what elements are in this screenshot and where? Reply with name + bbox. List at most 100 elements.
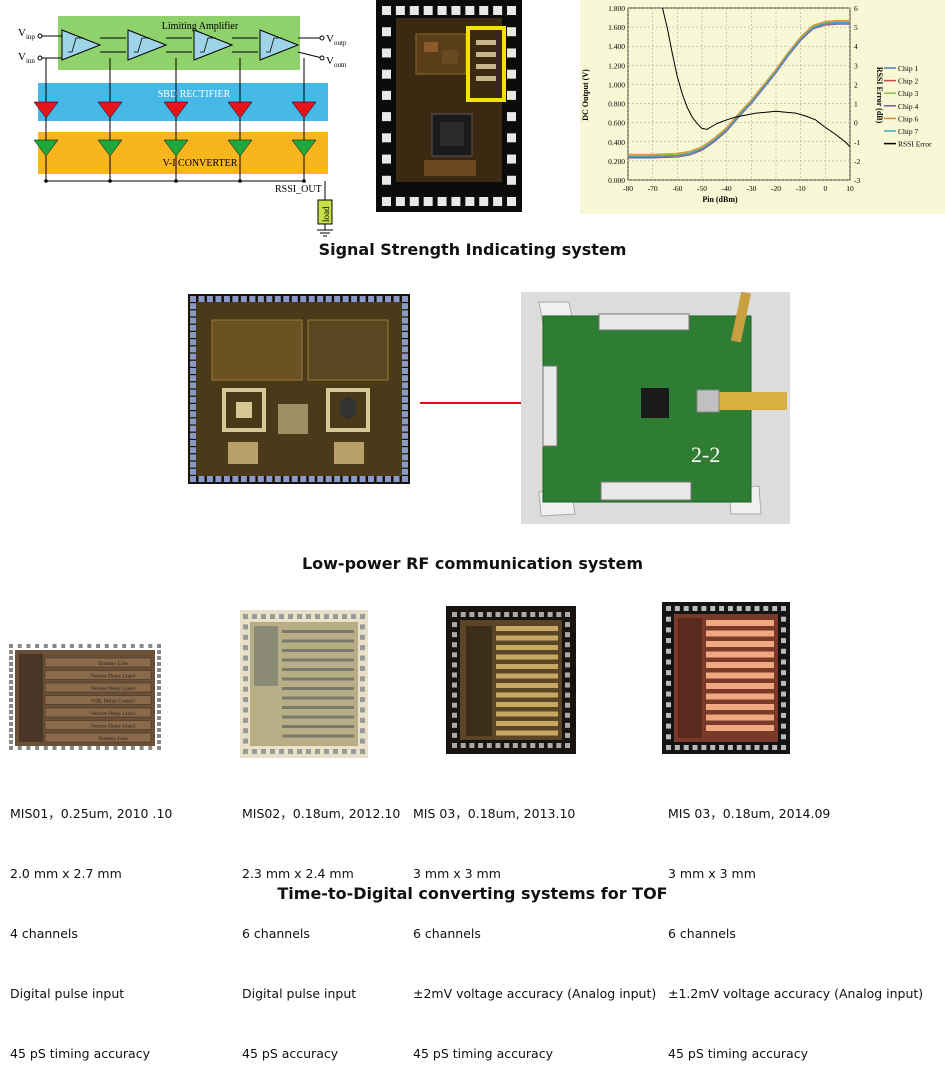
vinn-terminal (37, 55, 43, 61)
amplifier-stages (61, 29, 300, 61)
channel-lines (706, 620, 774, 731)
y-left-tick-label: 0.000 (608, 176, 625, 185)
y-right-tick-label: 1 (854, 100, 858, 109)
channel-lines (282, 630, 354, 738)
x-tick-label: -30 (746, 184, 756, 193)
rectifier-taps (33, 58, 317, 183)
spec-line: 6 channels (413, 926, 481, 941)
x-tick-label: -80 (623, 184, 633, 193)
y-left-tick-label: 0.200 (608, 157, 625, 166)
amplifier-stage (61, 29, 102, 61)
highlight-box (466, 26, 506, 102)
spec-line: ±1.2mV voltage accuracy (Analog input) (668, 986, 924, 1001)
spec-line: Digital pulse input (242, 986, 357, 1001)
rf-board-photo: 2-2 (521, 292, 790, 524)
spec-line: MIS01，0.25um, 2010 .10 (10, 806, 173, 821)
legend-label: Chip 4 (898, 102, 918, 111)
spec-line: MIS 03，0.18um, 2014.09 (668, 806, 831, 821)
y-right-tick-label: -3 (854, 176, 860, 185)
amplifier-stage (259, 29, 300, 61)
amplifier-stage (127, 29, 168, 61)
legend-label: RSSI Error (898, 140, 932, 149)
spec-line: 45 pS timing accuracy (10, 1046, 150, 1061)
voutn-label: Voutn (326, 55, 347, 69)
rssi-chart: 0.0000.2000.4000.6000.8001.0001.2001.400… (580, 0, 945, 214)
ground-icon (317, 224, 333, 237)
channel-lines (496, 626, 558, 736)
spec-line: 3 mm x 3 mm (668, 866, 756, 881)
y-right-tick-label: -2 (854, 157, 860, 166)
vernier-line-label: VDL Delay Control (91, 699, 135, 705)
vernier-line-label: Vernier Delay Line2 (91, 711, 136, 717)
series-line (628, 19, 850, 155)
x-tick-label: -40 (722, 184, 732, 193)
amplifier-stage (193, 29, 234, 61)
bond-pads (382, 6, 516, 206)
board-label: 2-2 (691, 442, 720, 467)
y-left-tick-label: 1.000 (608, 80, 625, 89)
bond-pads (190, 296, 408, 482)
mis03a-spec: MIS 03，0.18um, 2013.10 3 mm x 3 mm 6 cha… (413, 764, 656, 1084)
spec-line: 2.0 mm x 2.7 mm (10, 866, 122, 881)
y-right-tick-label: 5 (854, 23, 858, 32)
legend-label: Chip 2 (898, 77, 918, 86)
vernier-line-label: Dummy Line (98, 661, 128, 667)
x-tick-label: 0 (823, 184, 827, 193)
vernier-line-label: Vernier Delay Line3 (91, 686, 136, 692)
series-line (662, 7, 851, 147)
bond-pads (666, 606, 786, 750)
voutn-terminal (319, 55, 325, 61)
y-right-tick-label: -1 (854, 138, 860, 147)
x-tick-label: -70 (648, 184, 658, 193)
spec-line: ±2mV voltage accuracy (Analog input) (413, 986, 657, 1001)
vi-converter-band (38, 132, 328, 174)
rssi-block-diagram: Limiting Amplifier SBD RECTIFIER V-I CON… (18, 16, 347, 237)
rf-chip-package (641, 388, 669, 418)
tdc-caption: Time-to-Digital converting systems for T… (277, 884, 668, 903)
y-right-tick-label: 6 (854, 4, 858, 13)
legend-label: Chip 7 (898, 127, 918, 136)
bond-pads (452, 612, 570, 748)
y-left-tick-label: 1.200 (608, 61, 625, 70)
series-line (628, 23, 850, 159)
spec-line: 2.3 mm x 2.4 mm (242, 866, 354, 881)
vinn-label: Vinn (18, 51, 35, 65)
mis02-chip-photo (240, 610, 368, 758)
limiting-amplifier-label: Limiting Amplifier (162, 21, 239, 32)
rssi-chip-photo (376, 0, 522, 212)
spec-line: Digital pulse input (10, 986, 125, 1001)
legend-label: Chip 1 (898, 64, 918, 73)
spec-line: 45 pS timing accuracy (668, 1046, 808, 1061)
tap-column (291, 58, 317, 183)
y-right-tick-label: 3 (854, 61, 858, 70)
x-tick-label: -50 (697, 184, 707, 193)
mis03b-chip-photo (662, 602, 790, 754)
rssi-caption: Signal Strength Indicating system (318, 240, 627, 259)
mis03b-spec: MIS 03，0.18um, 2014.09 3 mm x 3 mm 6 cha… (668, 764, 923, 1084)
y-left-tick-label: 1.600 (608, 23, 625, 32)
series-line (628, 22, 850, 158)
spec-line: 4 channels (10, 926, 78, 941)
spec-line: 3 mm x 3 mm (413, 866, 501, 881)
y-left-ticks: 0.0000.2000.4000.6000.8001.0001.2001.400… (608, 4, 625, 185)
y-right-tick-label: 4 (854, 42, 858, 51)
spec-line: MIS02，0.18um, 2012.10 (242, 806, 401, 821)
spec-line: 6 channels (668, 926, 736, 941)
x-tick-label: -10 (796, 184, 806, 193)
bond-pads (243, 614, 365, 754)
y-left-tick-label: 0.400 (608, 138, 625, 147)
mis02-spec: MIS02，0.18um, 2012.10 2.3 mm x 2.4 mm 6 … (242, 764, 400, 1084)
load-label: load (321, 206, 331, 222)
mis01-spec: MIS01，0.25um, 2010 .10 2.0 mm x 2.7 mm 4… (10, 764, 172, 1084)
vernier-line-label: Vernier Delay Line1 (91, 724, 136, 730)
mis03a-chip-photo (446, 606, 576, 754)
y-right-axis-label: RSSI Error (dB) (875, 67, 884, 124)
legend-label: Chip 6 (898, 114, 918, 123)
y-right-tick-label: 2 (854, 80, 858, 89)
rf-chip-photo (188, 294, 410, 484)
